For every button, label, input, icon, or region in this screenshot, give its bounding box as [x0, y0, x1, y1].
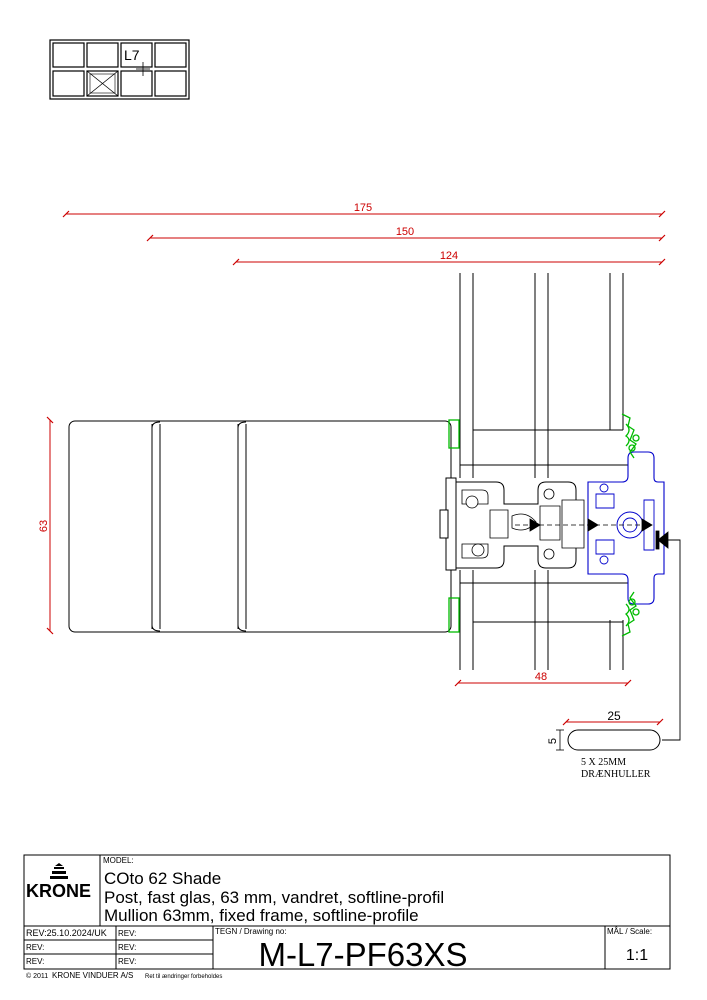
drawing-number: M-L7-PF63XS — [258, 936, 467, 973]
scale-value: 1:1 — [626, 947, 648, 964]
drain-note-size: 5 X 25MM — [581, 757, 626, 768]
dim-label-63: 63 — [38, 520, 50, 532]
dim-label-150: 150 — [396, 226, 414, 238]
drain-flow-arrows — [515, 518, 681, 741]
footer-company: KRONE VINDUER A/S — [52, 971, 133, 980]
vertical-glazing-top — [459, 273, 640, 478]
revision-label-5: REV: — [118, 957, 136, 966]
footer-note: Ret til ændringer forbeholdes — [145, 974, 222, 980]
drawing-no-label: TEGN / Drawing no: — [215, 927, 287, 936]
scale-label: MÅL / Scale: — [607, 927, 652, 936]
dim-label-175: 175 — [354, 202, 372, 214]
krone-logo — [50, 863, 68, 879]
dim-label-124: 124 — [440, 250, 458, 262]
revision-label-2: REV: — [26, 943, 44, 952]
title-block — [23, 854, 671, 970]
key-plan-label: L7 — [124, 47, 140, 63]
key-plan — [49, 39, 190, 100]
top-dimensions — [62, 210, 666, 266]
brand-name: KRONE — [26, 881, 91, 901]
shade-profile — [587, 451, 665, 605]
revision-label-1: REV: — [118, 929, 136, 938]
description-english: Mullion 63mm, fixed frame, softline-prof… — [104, 906, 419, 925]
mullion-profile — [439, 477, 585, 571]
glass-unit — [68, 420, 452, 633]
description-danish: Post, fast glas, 63 mm, vandret, softlin… — [104, 888, 444, 907]
dim-label-25: 25 — [607, 709, 621, 723]
model-name: COto 62 Shade — [104, 869, 221, 888]
gaskets — [448, 413, 640, 637]
vertical-glazing-bottom — [459, 570, 640, 670]
revision-label-3: REV: — [118, 943, 136, 952]
drain-note-label: DRÆNHULLER — [581, 769, 651, 780]
revision-main: REV:25.10.2024/UK — [26, 928, 107, 938]
model-label: MODEL: — [103, 856, 134, 865]
dim-label-48: 48 — [535, 671, 547, 683]
dim-label-5: 5 — [547, 738, 559, 744]
drain-hole-detail — [556, 718, 664, 751]
revision-label-4: REV: — [26, 957, 44, 966]
footer-copyright: © 2011 — [26, 972, 48, 980]
